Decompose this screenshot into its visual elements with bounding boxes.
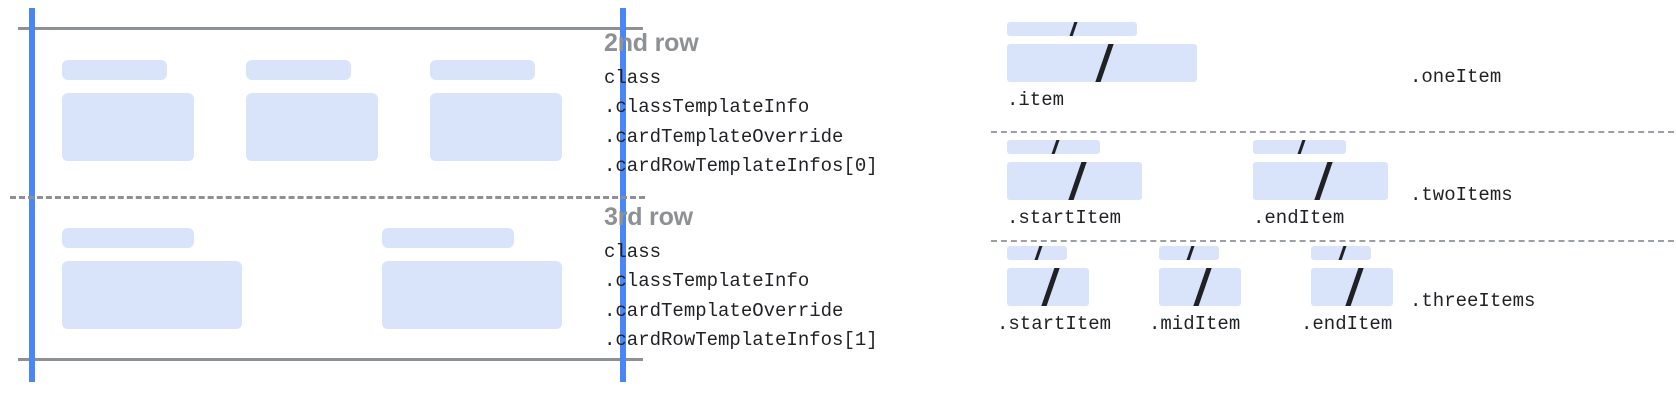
card-cell: [430, 60, 562, 161]
placeholder-title-bar: [382, 228, 514, 248]
placeholder-body-block: [246, 93, 378, 161]
slash-icon: [1185, 246, 1196, 260]
code-heading: 3rd row: [604, 203, 693, 231]
placeholder-body-block: [1311, 268, 1393, 306]
item-group-one-item: .item .oneItem: [985, 22, 1676, 126]
slash-icon: [1068, 22, 1079, 36]
slash-icon: [1344, 268, 1365, 306]
slash-icon: [1192, 268, 1213, 306]
code-line: .cardRowTemplateInfos[0]: [604, 155, 878, 178]
item-slot-label: .startItem: [1007, 207, 1122, 229]
slash-icon: [1337, 246, 1348, 260]
item-slot: .midItem: [1149, 246, 1241, 335]
card-bottom-rule: [18, 358, 643, 361]
placeholder-title-bar: [246, 60, 351, 80]
item-group-label: .twoItems: [1410, 184, 1513, 206]
item-slot-label: .endItem: [1301, 313, 1393, 335]
code-annotation-3rd-row: 3rd row class .classTemplateInfo .cardTe…: [604, 202, 944, 356]
card-left-guide-line: [29, 8, 35, 382]
placeholder-body-block: [382, 261, 562, 329]
placeholder-title-bar: [430, 60, 535, 80]
card-row-divider: [10, 196, 645, 199]
code-line: class: [604, 241, 662, 263]
code-line: .cardTemplateOverride: [604, 125, 844, 148]
placeholder-title-bar: [1311, 246, 1371, 260]
card-right-guide-line: [620, 8, 626, 382]
item-slot-list: .item: [1007, 22, 1197, 111]
placeholder-body-block: [62, 93, 194, 161]
slash-icon: [1033, 246, 1044, 260]
item-group-divider: [991, 240, 1674, 242]
item-slot: .startItem: [997, 246, 1111, 335]
placeholder-body-block: [1007, 162, 1142, 200]
placeholder-title-bar: [1007, 140, 1100, 154]
item-group-label: .oneItem: [1410, 66, 1502, 88]
code-line: class: [604, 67, 662, 89]
code-line: .cardTemplateOverride: [604, 299, 844, 322]
code-line: .classTemplateInfo: [604, 96, 810, 119]
item-slot: .startItem: [1007, 140, 1142, 229]
card-cell: [62, 228, 242, 329]
item-slot-label: .startItem: [997, 313, 1112, 335]
card-template-diagram: [0, 0, 660, 412]
card-cell: [382, 228, 562, 329]
item-slot: .endItem: [1253, 140, 1388, 229]
item-group-three-items: .startItem .midItem: [985, 246, 1676, 356]
placeholder-body-block: [1007, 44, 1197, 82]
placeholder-body-block: [1007, 268, 1089, 306]
code-heading: 2nd row: [604, 29, 699, 57]
code-line: .cardRowTemplateInfos[1]: [604, 329, 878, 352]
item-slot-list: .startItem .endItem: [1007, 140, 1388, 229]
placeholder-body-block: [62, 261, 242, 329]
code-path-lines: class .classTemplateInfo .cardTemplateOv…: [604, 238, 944, 356]
slash-icon: [1296, 140, 1306, 154]
code-path-lines: class .classTemplateInfo .cardTemplateOv…: [604, 64, 944, 182]
card-cell: [62, 60, 194, 161]
placeholder-body-block: [1253, 162, 1388, 200]
card-row-1: [62, 60, 562, 161]
placeholder-body-block: [430, 93, 562, 161]
item-slot: .endItem: [1301, 246, 1393, 335]
placeholder-title-bar: [1159, 246, 1219, 260]
slash-icon: [1040, 268, 1061, 306]
placeholder-title-bar: [1253, 140, 1346, 154]
item-slot: .item: [1007, 22, 1197, 111]
item-layout-variants: .item .oneItem .startItem: [985, 0, 1676, 412]
item-slot-label: .midItem: [1149, 313, 1241, 335]
placeholder-body-block: [1159, 268, 1241, 306]
placeholder-title-bar: [1007, 246, 1067, 260]
item-group-two-items: .startItem .endItem .twoItems: [985, 140, 1676, 244]
placeholder-title-bar: [62, 60, 167, 80]
code-annotation-2nd-row: 2nd row class .classTemplateInfo .cardTe…: [604, 28, 944, 182]
card-cell: [246, 60, 378, 161]
slash-icon: [1313, 162, 1333, 200]
placeholder-title-bar: [62, 228, 194, 248]
code-line: .classTemplateInfo: [604, 270, 810, 293]
item-slot-label: .endItem: [1253, 207, 1345, 229]
item-group-label: .threeItems: [1410, 290, 1536, 312]
item-slot-label: .item: [1007, 89, 1065, 111]
item-group-divider: [991, 131, 1674, 133]
item-slot-list: .startItem .midItem: [997, 246, 1393, 335]
slash-icon: [1067, 162, 1087, 200]
placeholder-title-bar: [1007, 22, 1137, 36]
card-top-rule: [18, 27, 643, 30]
slash-icon: [1050, 140, 1060, 154]
card-row-2: [62, 228, 562, 329]
slash-icon: [1094, 44, 1115, 82]
